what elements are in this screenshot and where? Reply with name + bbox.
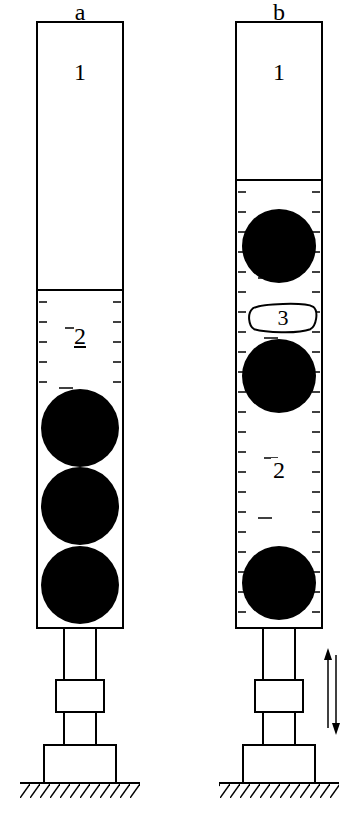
panel-letter: b bbox=[273, 0, 285, 24]
gas-bubble: 3 bbox=[247, 302, 319, 334]
region-number: 1 bbox=[273, 60, 285, 84]
region-number: 2 bbox=[271, 458, 287, 482]
region-number: 2 bbox=[74, 324, 86, 348]
tube bbox=[37, 22, 123, 628]
region-number: 1 bbox=[74, 60, 86, 84]
region-number: 3 bbox=[278, 307, 289, 329]
tube bbox=[236, 22, 322, 628]
panel-letter: a bbox=[75, 0, 86, 24]
ball bbox=[41, 209, 316, 624]
